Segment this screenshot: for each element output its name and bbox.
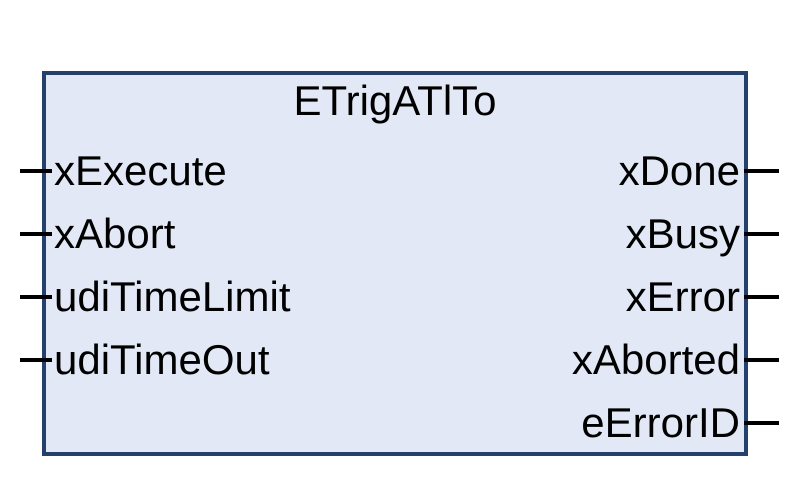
output-label: xAborted [571, 336, 740, 383]
input-label: udiTimeOut [54, 336, 270, 383]
input-row: udiTimeOut [20, 328, 270, 391]
output-pin[interactable] [744, 420, 779, 425]
input-row: udiTimeLimit [20, 265, 291, 328]
output-row: eErrorID [581, 391, 779, 454]
input-pin[interactable] [20, 168, 52, 173]
input-label: xExecute [54, 147, 227, 194]
input-label: udiTimeLimit [54, 273, 291, 320]
function-block[interactable]: ETrigATlTo xExecute xAbort udiTimeLimit … [20, 71, 779, 456]
output-row: xError [625, 265, 779, 328]
output-pin[interactable] [744, 168, 779, 173]
output-label: xDone [618, 147, 740, 194]
output-row: xBusy [625, 202, 779, 265]
output-row: xDone [618, 139, 779, 202]
input-label: xAbort [54, 210, 176, 257]
output-pin[interactable] [744, 231, 779, 236]
input-pin[interactable] [20, 294, 52, 299]
output-pin[interactable] [744, 294, 779, 299]
input-pin[interactable] [20, 357, 52, 362]
output-row: xAborted [571, 328, 779, 391]
input-pin[interactable] [20, 231, 52, 236]
output-pin[interactable] [744, 357, 779, 362]
input-row: xExecute [20, 139, 227, 202]
output-label: xError [625, 273, 740, 320]
input-row: xAbort [20, 202, 176, 265]
output-label: eErrorID [581, 399, 740, 446]
function-block-title: ETrigATlTo [293, 77, 497, 124]
output-label: xBusy [625, 210, 740, 257]
